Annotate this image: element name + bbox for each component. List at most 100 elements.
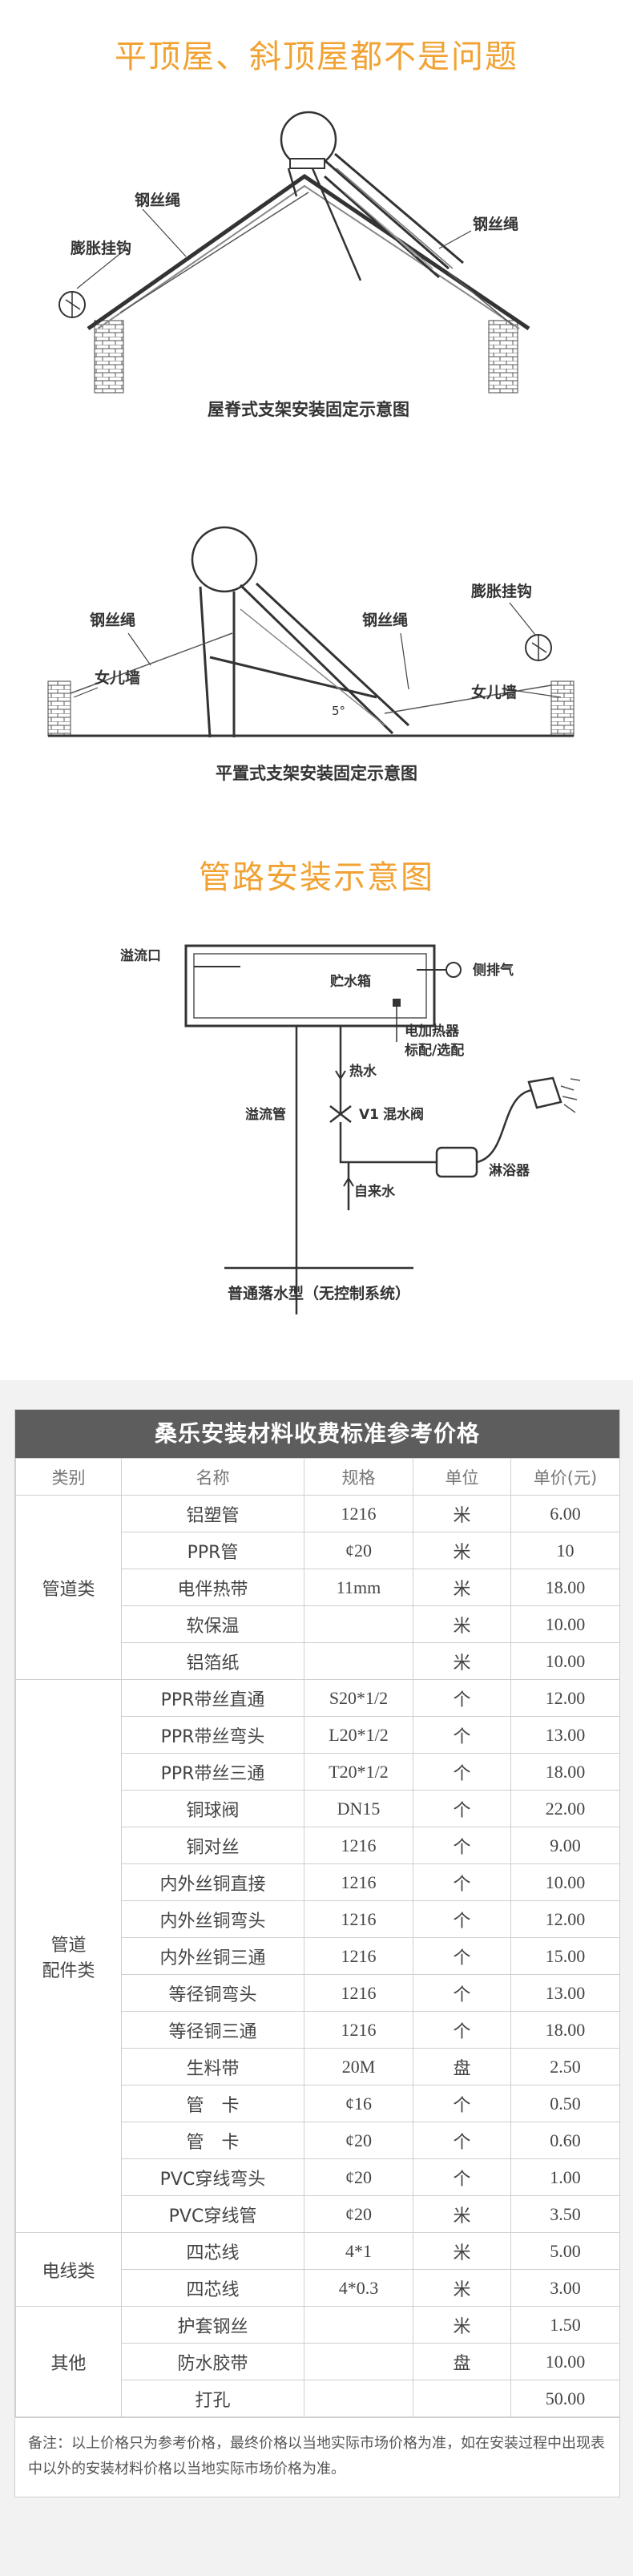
table-note: 备注：以上价格只为参考价格，最终价格以当地实际市场价格为准，如在安装过程中出现表… xyxy=(15,2417,619,2497)
spec-cell: DN15 xyxy=(304,1790,413,1827)
price-cell: 6.00 xyxy=(510,1495,620,1532)
label-tank: 贮水箱 xyxy=(329,973,371,990)
price-cell: 5.00 xyxy=(510,2232,620,2270)
unit-cell: 个 xyxy=(413,1790,511,1827)
spec-cell: 20M xyxy=(304,2048,413,2085)
table-title: 桑乐安装材料收费标准参考价格 xyxy=(15,1410,619,1458)
label-tap-water: 自来水 xyxy=(354,1183,396,1200)
price-cell: 10.00 xyxy=(510,2343,620,2380)
item-name-cell: PPR管 xyxy=(121,1532,304,1569)
spec-cell: 1216 xyxy=(304,1900,413,1938)
label-wire-left: 钢丝绳 xyxy=(135,191,180,209)
label-parapet-right: 女儿墙 xyxy=(471,683,517,701)
unit-cell: 盘 xyxy=(413,2048,511,2085)
label-mix-valve: 混水阀 xyxy=(383,1106,424,1123)
mix-valve xyxy=(329,1105,352,1123)
item-name-cell: PPR带丝三通 xyxy=(121,1753,304,1791)
unit-cell: 米 xyxy=(413,2232,511,2270)
unit-cell xyxy=(413,2380,511,2417)
price-cell: 13.00 xyxy=(510,1716,620,1754)
spec-cell: S20*1/2 xyxy=(304,1679,413,1717)
item-name-cell: 护套钢丝 xyxy=(121,2306,304,2344)
item-name-cell: PVC穿线管 xyxy=(121,2195,304,2233)
spec-cell: 1216 xyxy=(304,1827,413,1864)
heater-element xyxy=(393,999,401,1007)
price-cell: 0.50 xyxy=(510,2085,620,2122)
unit-cell: 个 xyxy=(413,1753,511,1791)
spec-cell: 4*0.3 xyxy=(304,2269,413,2307)
price-cell: 18.00 xyxy=(510,1753,620,1791)
unit-cell: 米 xyxy=(413,1495,511,1532)
spec-cell: 1216 xyxy=(304,2011,413,2049)
label-flat-hook: 膨胀挂钩 xyxy=(470,582,532,600)
collector-panel xyxy=(324,152,464,279)
spec-cell: T20*1/2 xyxy=(304,1753,413,1791)
category-cell: 管道类 xyxy=(15,1495,122,1680)
steel-wire-flat-right xyxy=(384,684,552,714)
item-name-cell: 等径铜弯头 xyxy=(121,1974,304,2012)
label-vent: 侧排气 xyxy=(473,962,514,979)
spec-cell xyxy=(304,1642,413,1680)
shower-head-icon xyxy=(527,1076,562,1109)
category-line: 配件类 xyxy=(42,1960,95,1981)
item-name-cell: 铝箔纸 xyxy=(121,1642,304,1680)
caption-pitched: 屋脊式支架安装固定示意图 xyxy=(208,400,409,419)
item-name-cell: 管 卡 xyxy=(121,2122,304,2159)
mixer-tap xyxy=(435,1146,478,1178)
label-heater-option: 标配/选配 xyxy=(405,1042,464,1059)
item-name-cell: PVC穿线弯头 xyxy=(121,2158,304,2196)
item-name-cell: 铝塑管 xyxy=(121,1495,304,1532)
caption-pipe: 普通落水型（无控制系统） xyxy=(228,1284,410,1302)
unit-cell: 个 xyxy=(413,2011,511,2049)
unit-cell: 个 xyxy=(413,2158,511,2196)
price-cell: 2.50 xyxy=(510,2048,620,2085)
brick-wall-right xyxy=(488,320,518,394)
spec-cell xyxy=(304,1605,413,1643)
spec-cell: ¢20 xyxy=(304,2158,413,2196)
unit-cell: 个 xyxy=(413,1679,511,1717)
item-name-cell: 打孔 xyxy=(121,2380,304,2417)
unit-cell: 米 xyxy=(413,2306,511,2344)
price-cell: 10.00 xyxy=(510,1605,620,1643)
price-cell: 0.60 xyxy=(510,2122,620,2159)
spec-cell: ¢20 xyxy=(304,1532,413,1569)
price-cell: 15.00 xyxy=(510,1937,620,1975)
price-cell: 1.50 xyxy=(510,2306,620,2344)
unit-cell: 盘 xyxy=(413,2343,511,2380)
column-header: 单价(元) xyxy=(510,1458,620,1496)
spec-cell: 1216 xyxy=(304,1495,413,1532)
spec-cell: 1216 xyxy=(304,1937,413,1975)
diagram-flat-roof: 钢丝绳 女儿墙 钢丝绳 膨胀挂钩 女儿墙 5° 平置式支架安装固定示意图 xyxy=(47,526,575,783)
water-tank-2 xyxy=(191,526,258,593)
label-wire-right: 钢丝绳 xyxy=(473,215,518,233)
brick-wall-left xyxy=(94,320,124,394)
parapet-wall-left xyxy=(47,680,71,737)
unit-cell: 米 xyxy=(413,1532,511,1569)
item-name-cell: 生料带 xyxy=(121,2048,304,2085)
section-title-roof: 平顶屋、斜顶屋都不是问题 xyxy=(115,38,518,75)
spec-cell: ¢20 xyxy=(304,2122,413,2159)
steel-wire-right xyxy=(448,272,514,326)
item-name-cell: 内外丝铜直接 xyxy=(121,1863,304,1901)
parapet-wall-right xyxy=(550,680,575,737)
caption-flat: 平置式支架安装固定示意图 xyxy=(216,764,417,783)
spec-cell xyxy=(304,2306,413,2344)
spec-cell xyxy=(304,2343,413,2380)
storage-tank xyxy=(184,944,436,1028)
spec-cell: ¢20 xyxy=(304,2195,413,2233)
spec-cell: 1216 xyxy=(304,1863,413,1901)
item-name-cell: 管 卡 xyxy=(121,2085,304,2122)
price-cell: 10.00 xyxy=(510,1863,620,1901)
spec-cell: ¢16 xyxy=(304,2085,413,2122)
column-header: 单位 xyxy=(413,1458,511,1496)
label-overflow-port: 溢流口 xyxy=(120,947,161,964)
